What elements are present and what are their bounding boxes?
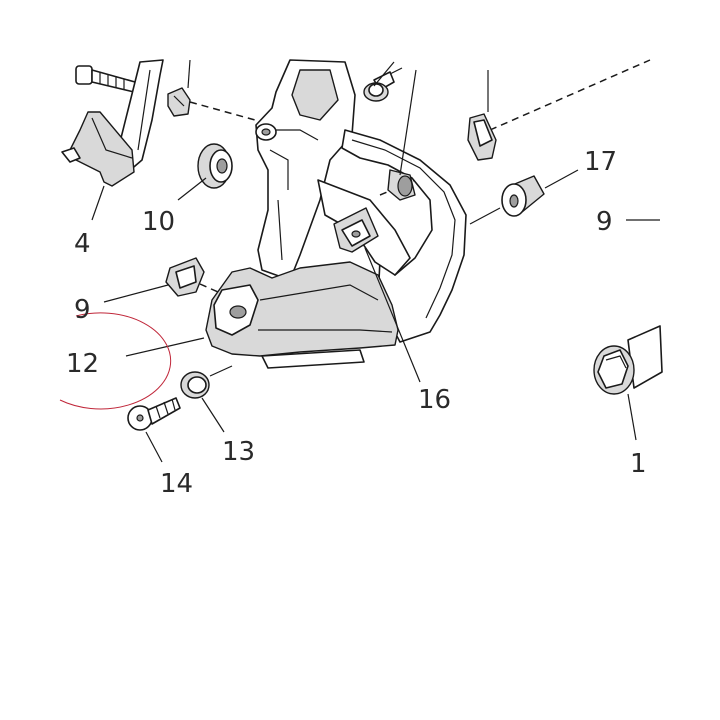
part-4-cover-bracket <box>61 59 164 187</box>
part-16-clip-nut <box>333 207 379 253</box>
callout-10: 10 <box>142 207 175 237</box>
clip-top-right <box>467 113 497 161</box>
callout-14: 14 <box>160 469 193 499</box>
callout-16: 16 <box>418 385 451 415</box>
part-1-flange-bolt <box>593 325 663 395</box>
callout-12: 12 <box>66 349 99 379</box>
part-14-screw <box>127 397 181 431</box>
part-10-grommet <box>197 143 233 189</box>
part-17-bushing <box>501 175 545 217</box>
callout-1: 1 <box>630 449 647 479</box>
highlight-arc <box>59 312 172 410</box>
main-pedal-bracket <box>205 59 467 369</box>
bolt-with-washer-top <box>363 67 403 102</box>
bolt-top-left <box>75 65 136 93</box>
callouts: 4 10 17 9 9 12 16 13 14 1 <box>66 147 647 499</box>
callout-17: 17 <box>584 147 617 177</box>
callout-9-left: 9 <box>74 295 91 325</box>
part-13-washer <box>180 371 210 399</box>
callout-9-right: 9 <box>596 207 613 237</box>
callout-13: 13 <box>222 437 255 467</box>
clip-upper-left <box>167 87 191 117</box>
part-9-clip-left <box>165 257 219 297</box>
leader-lines <box>91 59 660 463</box>
callout-4: 4 <box>74 229 91 259</box>
